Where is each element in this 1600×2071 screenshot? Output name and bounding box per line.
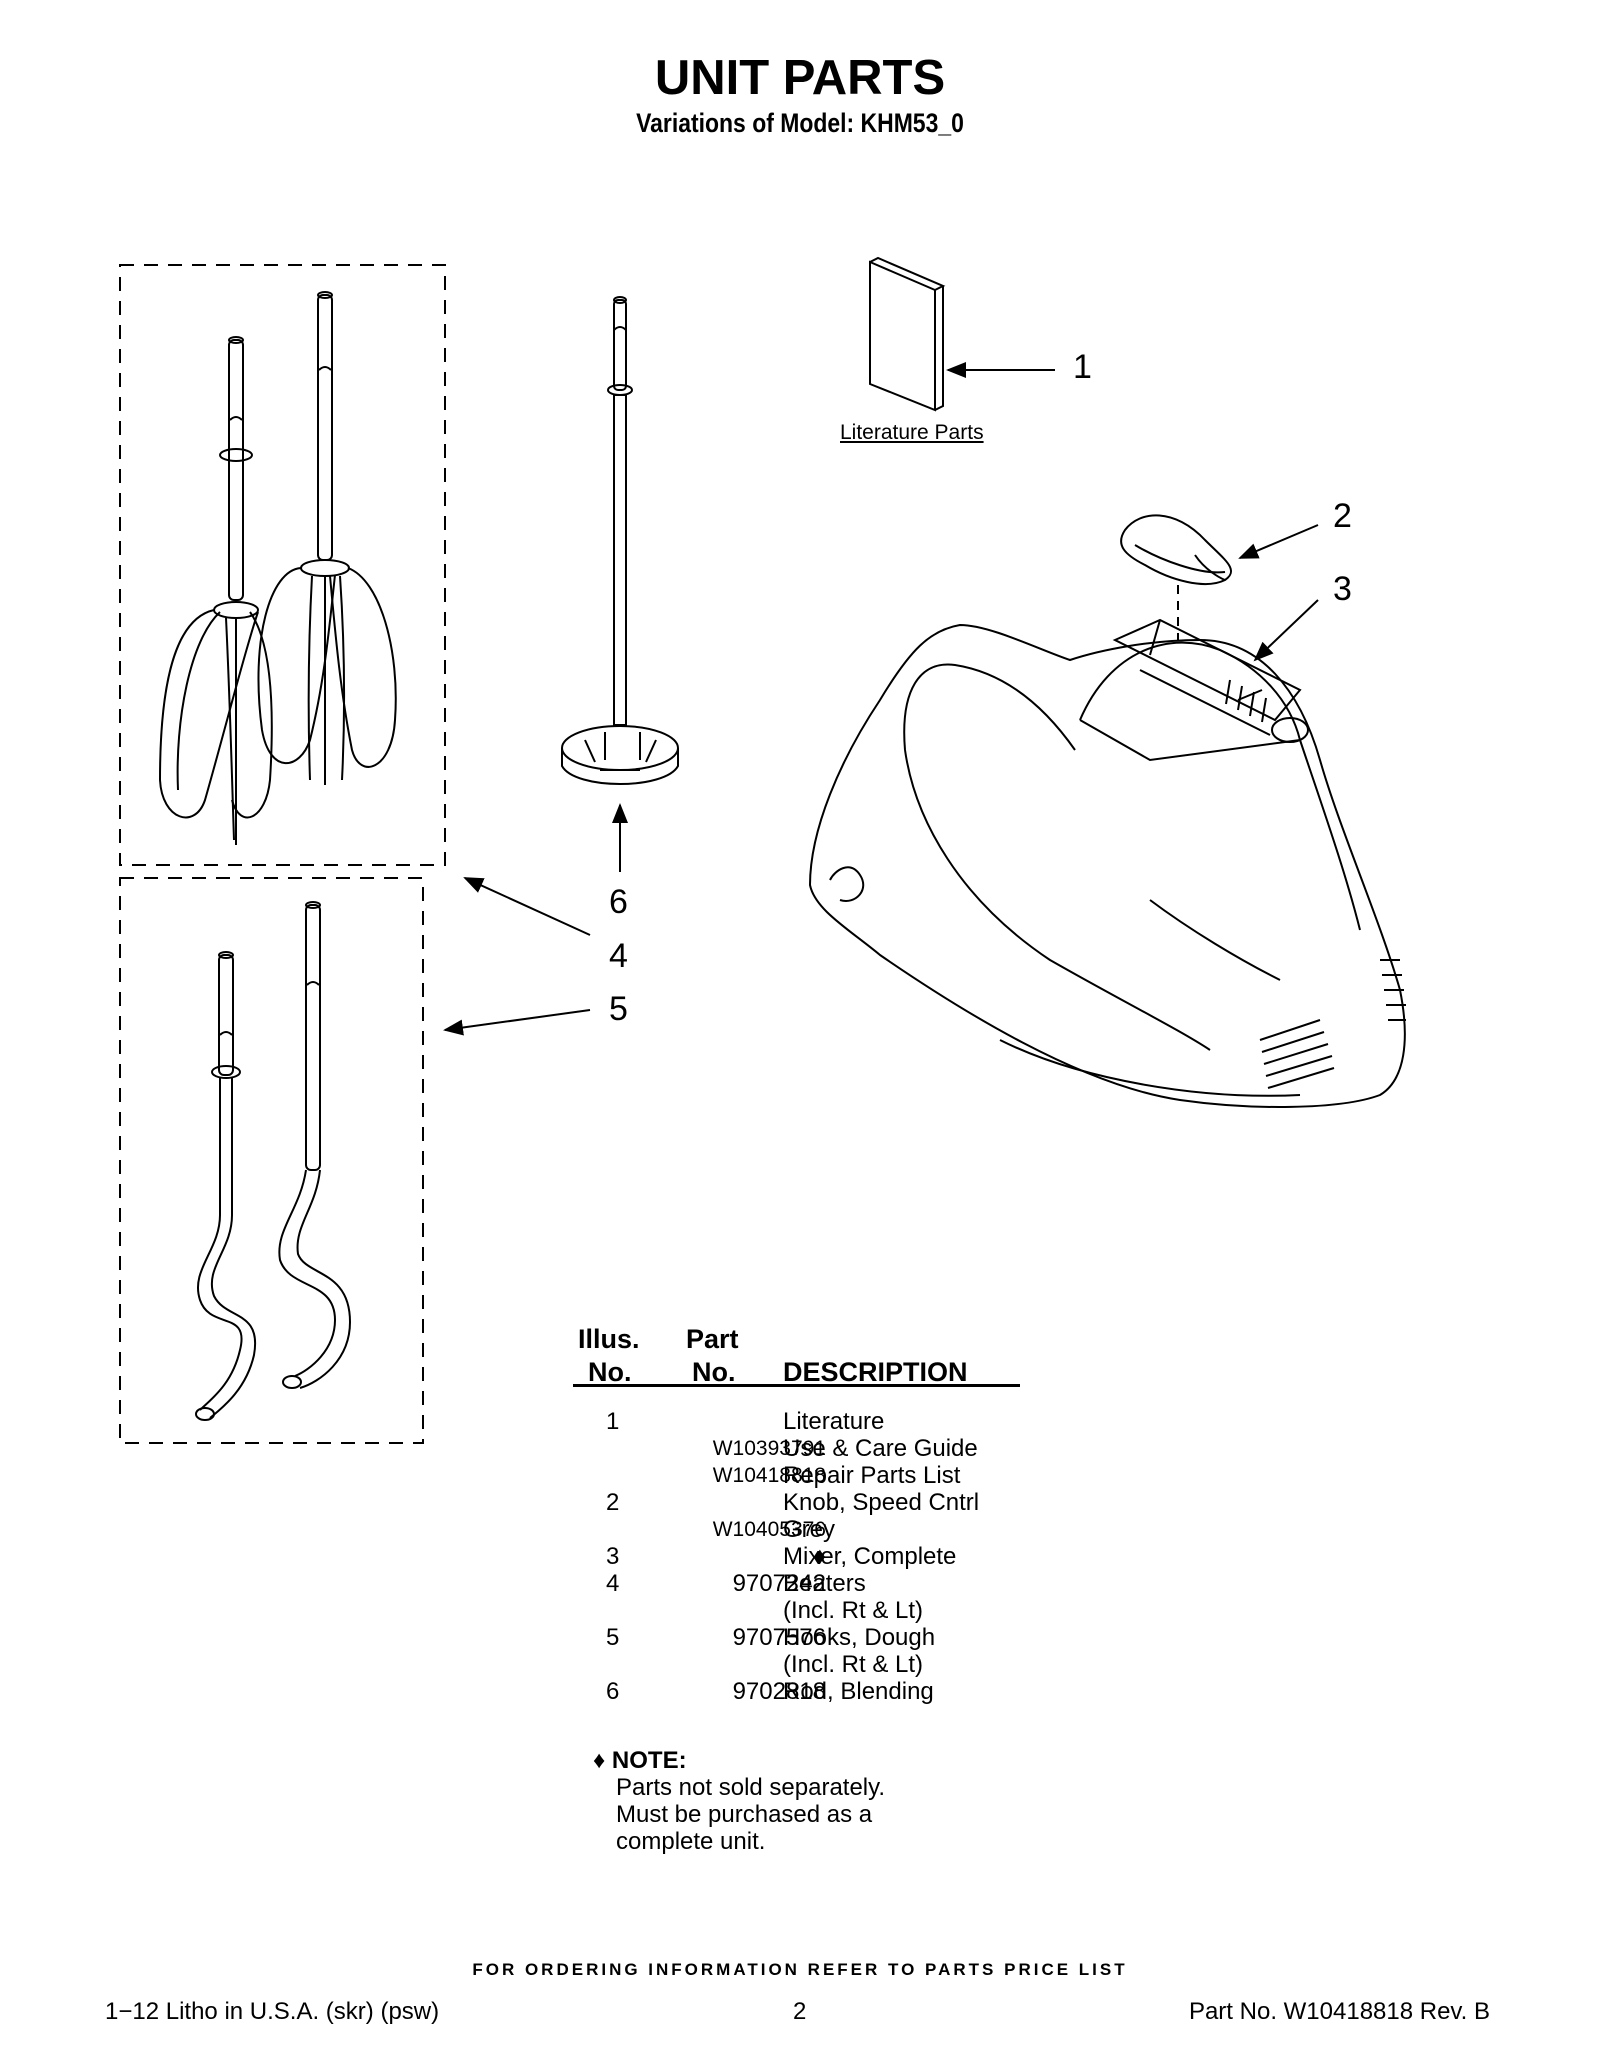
table-row: 4 9707242 Beaters — [580, 1570, 1040, 1597]
header-description: DESCRIPTION — [783, 1357, 968, 1387]
leader-3 — [1253, 599, 1319, 662]
footer-litho: 1−12 Litho in U.S.A. (skr) (psw) — [105, 1998, 440, 2025]
leader-5 — [443, 1009, 591, 1036]
illus-no: 6 — [606, 1678, 620, 1705]
page-subtitle: Variations of Model: KHM53_0 — [636, 108, 964, 138]
note-line: Parts not sold separately. — [616, 1774, 886, 1801]
note-line: Must be purchased as a — [616, 1801, 873, 1828]
ordering-information: FOR ORDERING INFORMATION REFER TO PARTS … — [472, 1960, 1128, 1979]
part-no: W10393791 — [712, 1437, 826, 1460]
description: (Incl. Rt & Lt) — [783, 1597, 924, 1624]
illus-no: 5 — [606, 1624, 620, 1651]
speed-knob-illustration — [1120, 514, 1232, 586]
description: Literature — [783, 1408, 885, 1435]
mixer-body-illustration — [808, 618, 1406, 1108]
part-no: W10418818 — [712, 1464, 826, 1487]
footer-part-number: Part No. W10418818 Rev. B — [1188, 1998, 1490, 2025]
table-row: 2 Knob, Speed Cntrl — [580, 1489, 1040, 1516]
header-part-line2: No. — [692, 1357, 736, 1387]
table-row: (Incl. Rt & Lt) — [580, 1651, 1040, 1678]
part-no: ♦ — [813, 1543, 826, 1570]
table-row: 1 Literature — [580, 1408, 1040, 1435]
part-no: 9707242 — [732, 1570, 826, 1597]
description: Mixer, Complete — [783, 1543, 957, 1570]
callout-3: 3 — [1333, 570, 1352, 608]
note-block: ♦ NOTE: Parts not sold separately. Must … — [593, 1747, 885, 1855]
callout-6: 6 — [609, 883, 628, 921]
table-row: (Incl. Rt & Lt) — [580, 1597, 1040, 1624]
note-line: complete unit. — [616, 1828, 766, 1855]
illus-no: 1 — [606, 1408, 620, 1435]
illus-no: 4 — [606, 1570, 620, 1597]
description: Use & Care Guide — [783, 1435, 978, 1462]
description: Beaters — [783, 1570, 866, 1597]
part-no: 9702818 — [732, 1678, 826, 1705]
description: Knob, Speed Cntrl — [783, 1489, 980, 1516]
part-no: 9707576 — [732, 1624, 826, 1651]
description: Rod, Blending — [783, 1678, 934, 1705]
literature-booklet-illustration — [869, 256, 946, 412]
dough-hooks-illustration — [195, 901, 352, 1421]
description: (Incl. Rt & Lt) — [783, 1651, 924, 1678]
description: Grey — [783, 1516, 836, 1543]
callout-2: 2 — [1333, 497, 1352, 535]
table-row: 3 ♦ Mixer, Complete — [580, 1543, 1040, 1570]
header-illus-line1: Illus. — [578, 1324, 640, 1354]
callout-1: 1 — [1073, 348, 1092, 386]
table-row: W10418818 Repair Parts List — [580, 1462, 1040, 1489]
header-part-line1: Part — [686, 1324, 739, 1354]
header-divider — [573, 1384, 1020, 1387]
beaters-group-box — [119, 264, 446, 866]
page-title: UNIT PARTS — [654, 51, 946, 105]
hooks-group-box — [119, 877, 424, 1444]
beaters-illustration — [158, 291, 397, 845]
description: Hooks, Dough — [783, 1624, 936, 1651]
page-number: 2 — [793, 1998, 807, 2025]
parts-table: 1 Literature W10393791 Use & Care Guide … — [580, 1408, 1040, 1705]
table-row: 6 9702818 Rod, Blending — [580, 1678, 1040, 1705]
part-no: W10405376 — [712, 1518, 826, 1541]
illus-no: 2 — [606, 1489, 620, 1516]
leader-2 — [1238, 524, 1319, 559]
callout-5: 5 — [609, 990, 628, 1028]
illus-no: 3 — [606, 1543, 620, 1570]
header-illus-line2: No. — [588, 1357, 632, 1387]
table-row: W10405376 Grey — [580, 1516, 1040, 1543]
table-row: 5 9707576 Hooks, Dough — [580, 1624, 1040, 1651]
description: Repair Parts List — [783, 1462, 961, 1489]
literature-parts-label: Literature Parts — [840, 421, 984, 444]
blending-rod-illustration — [561, 296, 679, 785]
note-heading: ♦ NOTE: — [593, 1747, 687, 1774]
leader-4 — [463, 877, 591, 936]
callout-4: 4 — [609, 937, 628, 975]
table-row: W10393791 Use & Care Guide — [580, 1435, 1040, 1462]
